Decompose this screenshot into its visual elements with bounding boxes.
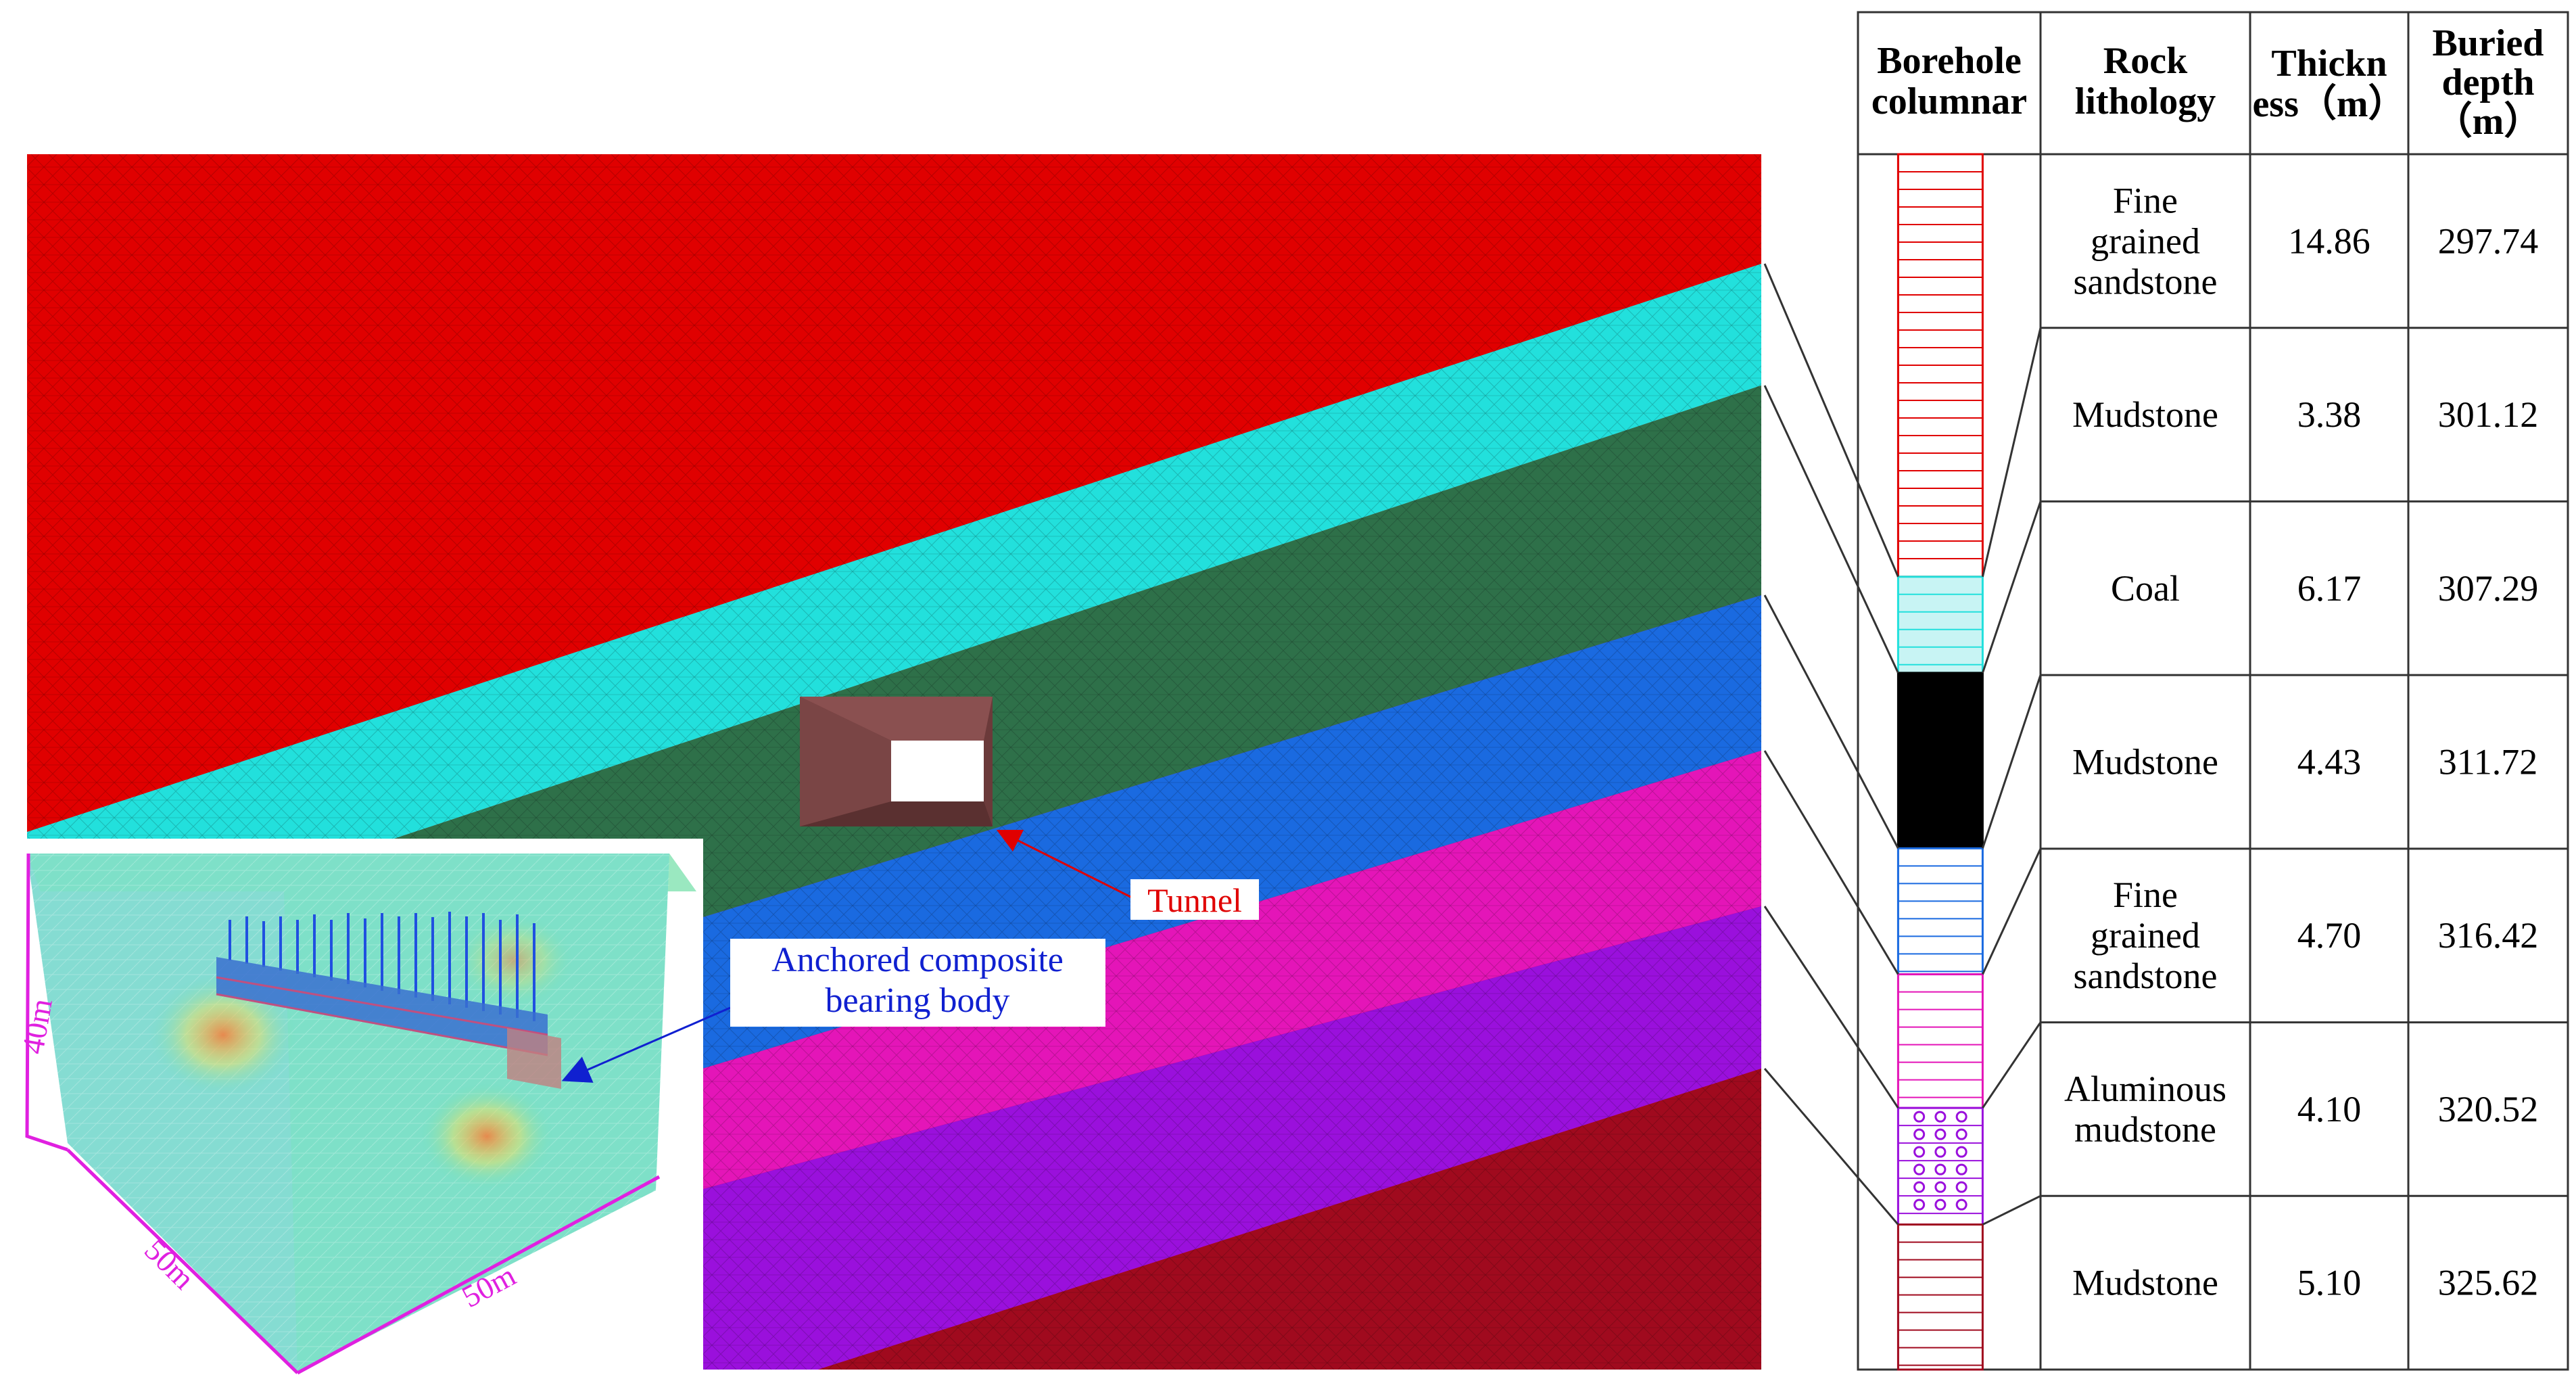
depth-cell: 316.42 (2438, 915, 2539, 956)
header-col3-line1: Thickn (2271, 43, 2387, 85)
borehole-segment (1897, 973, 1984, 1109)
depth-cell: 301.12 (2438, 394, 2539, 435)
lithology-cell: Coal (2111, 568, 2180, 609)
header-col4-line2: depth (2442, 62, 2535, 103)
stratigraphy-table: Borehole columnar Rock lithology Thickn … (1763, 11, 2569, 1371)
lithology-cell: Fine (2113, 180, 2178, 220)
anchored-label-line1: Anchored composite (771, 941, 1064, 979)
header-col2-line1: Rock (2103, 40, 2188, 82)
tunnel-label: Tunnel (1147, 881, 1242, 919)
depth-cell: 297.74 (2438, 220, 2539, 261)
thickness-cell: 6.17 (2297, 568, 2362, 609)
lithology-cell: Mudstone (2072, 1263, 2218, 1303)
header-col4-line3: （m） (2435, 100, 2542, 143)
header-col2-line2: lithology (2075, 80, 2216, 122)
depth-cell: 325.62 (2438, 1263, 2539, 1303)
tunnel-arrow (996, 829, 1137, 901)
layer-connectors (1763, 263, 2042, 1226)
depth-cell: 307.29 (2438, 568, 2539, 609)
inset-3d-model: 40m 50m 50m (12, 839, 703, 1375)
lithology-cell: sandstone (2074, 261, 2218, 302)
header-col1-line2: columnar (1871, 80, 2027, 122)
borehole-segment (1897, 1106, 1984, 1226)
anchored-arrow (561, 1006, 731, 1083)
borehole-segment (1897, 576, 1984, 674)
borehole-column (1897, 153, 1984, 1371)
header-col1-line1: Borehole (1877, 40, 2022, 82)
thickness-cell: 5.10 (2297, 1263, 2362, 1303)
thickness-cell: 3.38 (2297, 394, 2362, 435)
lithology-cell: grained (2091, 915, 2200, 956)
anchored-label-line2: bearing body (826, 981, 1010, 1020)
lithology-cell: Aluminous (2064, 1069, 2226, 1109)
depth-cell: 320.52 (2438, 1089, 2539, 1129)
header-col4-line1: Buried (2433, 22, 2544, 64)
tunnel (800, 697, 993, 826)
lithology-cell: grained (2091, 220, 2200, 261)
thickness-cell: 4.70 (2297, 915, 2362, 956)
thickness-cell: 4.43 (2297, 742, 2362, 783)
lithology-cell: Mudstone (2072, 742, 2218, 783)
borehole-segment (1897, 672, 1984, 849)
borehole-segment (1897, 1223, 1984, 1371)
lithology-cell: Mudstone (2072, 394, 2218, 435)
header-col3-line2: ess（m） (2252, 83, 2406, 125)
lithology-cell: sandstone (2074, 956, 2218, 996)
depth-cell: 311.72 (2439, 742, 2538, 783)
thickness-cell: 14.86 (2288, 220, 2370, 261)
borehole-segment (1897, 847, 1984, 976)
thickness-cell: 4.10 (2297, 1089, 2362, 1129)
lithology-cell: mudstone (2074, 1109, 2216, 1150)
lithology-cell: Fine (2113, 874, 2178, 915)
